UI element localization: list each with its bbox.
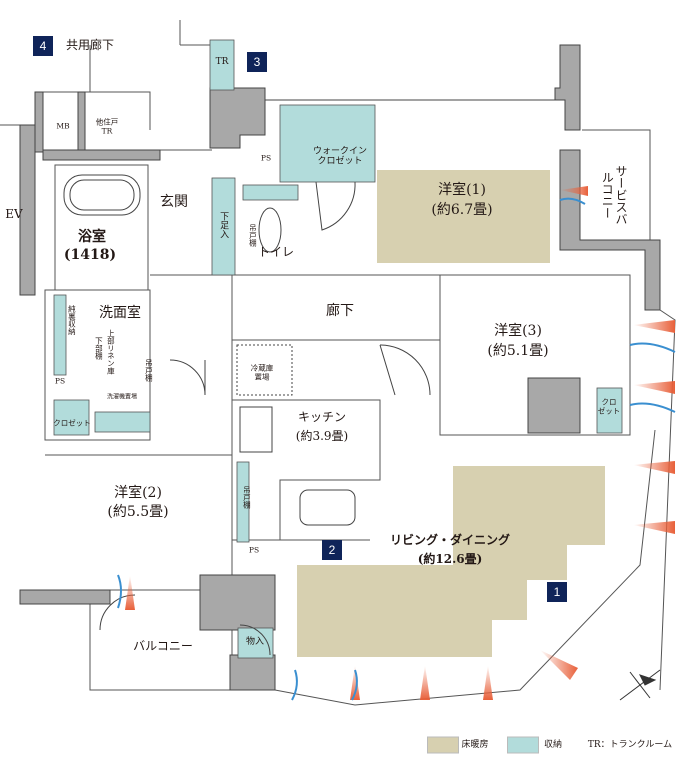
- label-entrance: 玄関: [160, 193, 188, 210]
- storage-closet-right: [596, 387, 623, 434]
- label-closet-left: クロゼット: [53, 418, 91, 428]
- label-bathroom: 浴室: [78, 228, 106, 245]
- window-line: [274, 429, 656, 706]
- label-ps-top: PS: [260, 153, 272, 163]
- label-washroom: 洗面室: [99, 304, 141, 321]
- storage-toilet-shelf: [242, 184, 299, 201]
- storage-tr: [209, 39, 235, 91]
- storage-walk-in-closet: [279, 104, 376, 183]
- floor-heating-living: [297, 466, 605, 657]
- storage-shoe: [211, 177, 236, 276]
- label-common-corridor: 共用廊下: [65, 38, 115, 53]
- label-kitchen-cabinet: 吊戸棚: [242, 485, 252, 509]
- label-western-room-2: 洋室(2): [114, 484, 162, 501]
- label-tr: TR: [215, 56, 229, 67]
- label-service-balcony: サービスバルコニー: [600, 165, 628, 225]
- label-ps-kitchen: PS: [248, 545, 260, 555]
- storage-laundry-shelf: [94, 411, 151, 433]
- door-swing: [169, 359, 206, 396]
- label-other-unit-tr: 他住戸 TR: [95, 117, 119, 135]
- label-wash-cabinet: 吊戸棚: [144, 358, 154, 382]
- label-balcony: バルコニー: [133, 639, 193, 654]
- label-bath-storage: 純裏収納: [67, 305, 77, 335]
- label-living-dining: リビング・ダイニング: [389, 533, 511, 548]
- legend-floor-heating: 床暖房: [461, 739, 489, 750]
- storage-bath: [53, 294, 67, 376]
- balcony-outline: [89, 590, 233, 691]
- label-fridge: 冷蔵庫 置場: [250, 363, 274, 381]
- service-balcony-outline: [582, 129, 651, 240]
- outline-lines: [0, 20, 212, 151]
- label-closet-right: クロ ゼット: [597, 397, 621, 415]
- label-toilet: トイレ: [257, 245, 295, 260]
- floor-heating-areas: [297, 170, 605, 657]
- legend-swatch-storage: [507, 736, 539, 754]
- wall-pillar-bottom: [199, 574, 276, 631]
- badge-3: 3: [247, 52, 267, 72]
- label-kitchen: キッチン: [297, 410, 347, 425]
- label-linen: 上部リネン庫: [106, 329, 116, 375]
- label-western-room-1-size: (約6.7畳): [431, 201, 493, 218]
- bathtub-icon: [63, 174, 141, 216]
- ventilation-arrows: [117, 186, 676, 701]
- label-shoe-storage: 下足入: [218, 211, 229, 239]
- column-room3: [527, 377, 581, 434]
- floor-heating-room1: [377, 170, 550, 263]
- label-mb: MB: [56, 121, 70, 131]
- right-sash: [644, 299, 676, 691]
- label-ev: EV: [5, 207, 23, 222]
- badge-2: 2: [322, 540, 342, 560]
- label-western-room-2-size: (約5.5畳): [107, 503, 169, 520]
- compass-icon: [619, 669, 661, 701]
- badge-4: 4: [33, 36, 53, 56]
- label-linen-lower: 下部棚: [94, 336, 104, 360]
- label-ps-left: PS: [54, 376, 66, 386]
- label-toilet-cabinet: 吊戸棚: [248, 223, 258, 247]
- label-western-room-3-size: (約5.1畳): [487, 342, 549, 359]
- label-western-room-1: 洋室(1): [438, 181, 486, 198]
- storage-kitchen-cabinet: [236, 461, 250, 543]
- label-storage-closet: 物入: [245, 636, 265, 647]
- label-washing-machine: 洗濯機置場: [106, 393, 138, 401]
- stove-icon: [239, 406, 273, 453]
- room2-outline: [45, 454, 233, 591]
- label-walk-in-closet: ウォークイン クロゼット: [312, 146, 368, 167]
- label-bathroom-size: (1418): [63, 246, 117, 263]
- door-swing: [379, 344, 431, 396]
- bathroom-outline: [54, 164, 149, 291]
- door-swing: [239, 624, 271, 656]
- room3-outline: [439, 274, 631, 436]
- label-living-dining-size: (約12.6畳): [417, 552, 483, 567]
- storage-closet-left: [53, 399, 90, 436]
- toilet-icon: [258, 207, 282, 253]
- sink-icon: [299, 489, 356, 526]
- legend-swatch-floor-heating: [427, 736, 459, 754]
- storage-areas: [53, 39, 623, 659]
- badge-1: 1: [547, 582, 567, 602]
- wall-left-upper: [19, 124, 36, 296]
- legend-storage: 収納: [543, 739, 563, 750]
- walls: [19, 44, 661, 691]
- door-swing: [315, 181, 356, 231]
- label-kitchen-size: (約3.9畳): [295, 429, 349, 444]
- legend-tr-note: TR：トランクルーム: [587, 739, 673, 750]
- fridge-space: [236, 344, 293, 396]
- label-corridor: 廊下: [326, 302, 354, 319]
- corridor-outline: [150, 274, 441, 455]
- label-western-room-3: 洋室(3): [494, 322, 542, 339]
